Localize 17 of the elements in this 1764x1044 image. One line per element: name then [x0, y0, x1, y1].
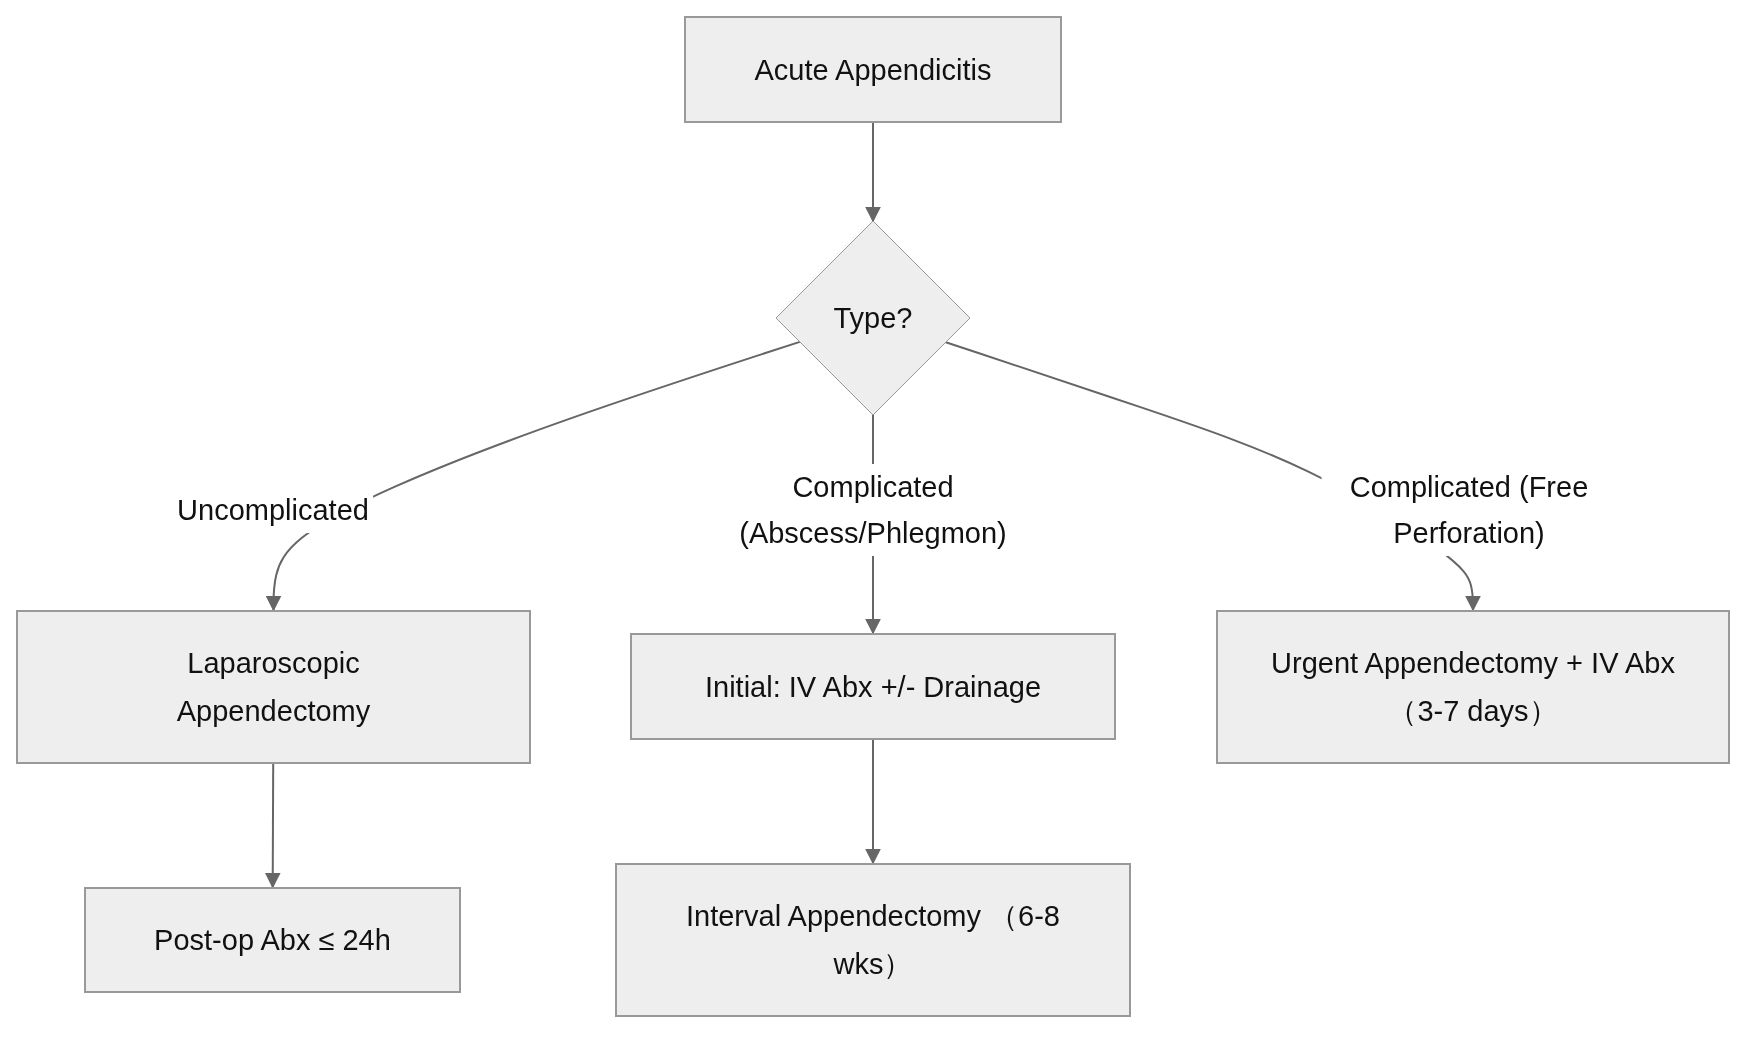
arrow [264, 763, 281, 889]
node-text: Laparoscopic Appendectomy [175, 646, 372, 729]
process-box [16, 610, 531, 764]
node-text: Type? [832, 301, 914, 336]
arrow [865, 122, 881, 223]
process-box [630, 633, 1116, 740]
node-text: Post-op Abx ≤ 24h [153, 923, 392, 958]
node-text: Interval Appendectomy （6-8 wks） [685, 899, 1061, 982]
process-box [615, 863, 1131, 1017]
arrow [265, 340, 801, 612]
node-text: Urgent Appendectomy + IV Abx （3-7 days） [1270, 646, 1676, 729]
process-box [84, 887, 461, 993]
arrow [865, 739, 881, 865]
process-box [1216, 610, 1730, 764]
node-text: Acute Appendicitis [753, 52, 993, 88]
process-box [684, 16, 1062, 123]
node-text: Initial: IV Abx +/- Drainage [703, 669, 1043, 705]
